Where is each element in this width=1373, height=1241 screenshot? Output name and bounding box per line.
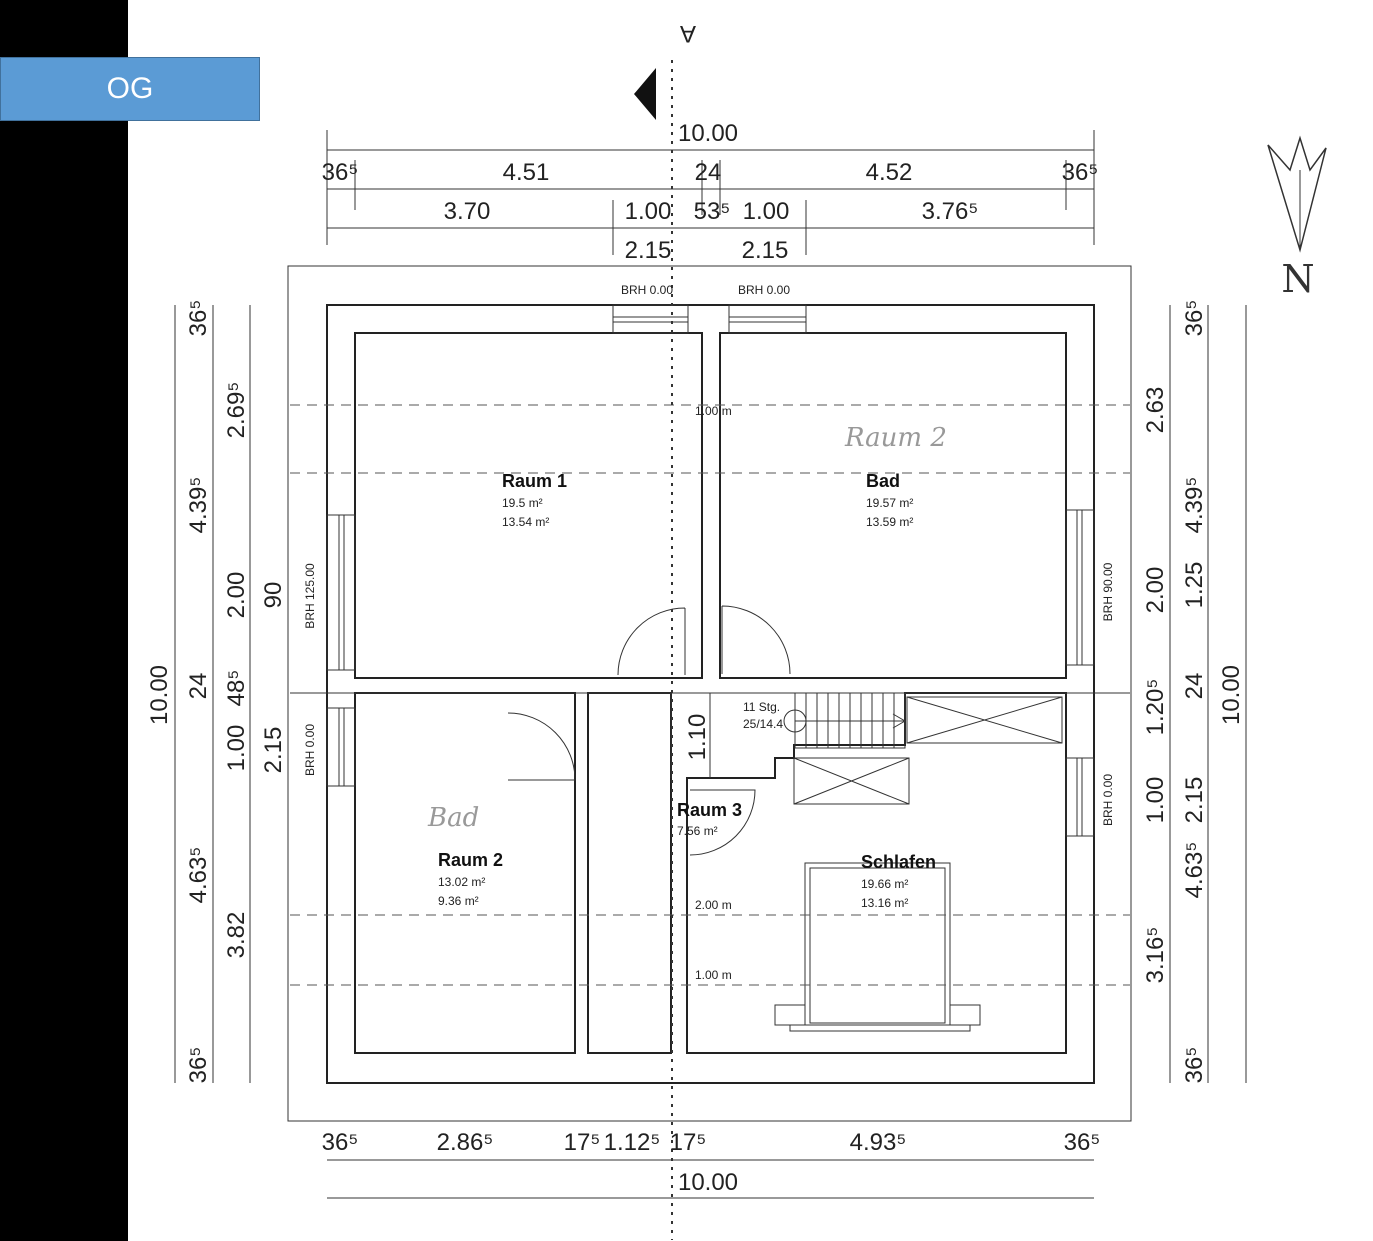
dim-right: 24	[1181, 673, 1208, 700]
dim-bottom: 36⁵	[1064, 1129, 1101, 1156]
dim-left: 90	[260, 582, 287, 609]
room-raum-2	[354, 692, 576, 1054]
dim-right: 1.20⁵	[1142, 679, 1169, 736]
dim-right: 2.00	[1142, 567, 1169, 614]
dim-left: 2.69⁵	[223, 382, 250, 439]
stairs-steps: 11 Stg.	[743, 700, 780, 714]
bed	[774, 862, 981, 1032]
plot-boundary	[287, 265, 1132, 1122]
dim-right: 4.39⁵	[1181, 477, 1208, 534]
brh-label: BRH 0.00	[1101, 774, 1115, 826]
room-area: 13.59 m²	[866, 515, 913, 529]
dim-right: 10.00	[1218, 665, 1245, 725]
dim-top: 4.51	[503, 159, 550, 186]
floor-label: OG	[0, 57, 260, 121]
dim-top: 4.52	[866, 159, 913, 186]
doors	[507, 605, 791, 856]
dim-top: 2.15	[742, 237, 789, 264]
dim-top: 3.76⁵	[922, 198, 979, 225]
dim-left: 36⁵	[185, 300, 212, 337]
north-label: N	[1281, 257, 1314, 301]
handwritten-note: Bad	[427, 803, 479, 833]
dim-top: 1.00	[625, 198, 672, 225]
dim-bottom: 1.12⁵	[604, 1129, 661, 1156]
dim-top: 3.70	[444, 198, 491, 225]
dim-right: 36⁵	[1181, 1047, 1208, 1084]
room-area: 13.16 m²	[861, 896, 908, 910]
windows	[326, 304, 1095, 837]
dim-left: 36⁵	[185, 1047, 212, 1084]
dim-top: 24	[695, 159, 722, 186]
left-dims: 36⁵ 4.39⁵ 24 4.63⁵ 36⁵ 2.69⁵ 2.00 48⁵ 1.…	[146, 300, 287, 1084]
dim-top: 10.00	[678, 120, 738, 147]
room-bad	[719, 332, 1067, 679]
dimension-lines	[174, 130, 1247, 1199]
dim-right: 1.25	[1181, 562, 1208, 609]
section-arrow-icon	[634, 68, 656, 120]
handwritten-note: Raum 2	[844, 423, 947, 453]
right-dims: 36⁵ 4.39⁵ 1.25 24 2.15 4.63⁵ 36⁵ 2.63 2.…	[1142, 300, 1245, 1084]
brh-label: BRH 90.00	[1101, 562, 1115, 621]
brh-label: BRH 0.00	[621, 283, 673, 297]
dim-bottom: 36⁵	[322, 1129, 359, 1156]
dim-right: 1.00	[1142, 777, 1169, 824]
dim-left: 1.00	[223, 725, 250, 772]
dim-left: 3.82	[223, 912, 250, 959]
dim-right: 4.63⁵	[1181, 842, 1208, 899]
dim-right: 2.15	[1181, 777, 1208, 824]
dim-bottom: 10.00	[678, 1169, 738, 1196]
room-raum-1	[354, 332, 703, 679]
dim-top: 36⁵	[322, 159, 359, 186]
dim-bottom: 2.86⁵	[437, 1129, 494, 1156]
height-label: 1.00 m	[695, 404, 732, 418]
room-name: Raum 1	[502, 471, 567, 491]
height-label: 1.00 m	[695, 968, 732, 982]
room-area: 19.5 m²	[502, 496, 543, 510]
stairs-ratio: 25/14.4	[743, 717, 783, 731]
dim-left: 4.39⁵	[185, 477, 212, 534]
dim-bottom: 17⁵	[670, 1129, 707, 1156]
dim-left: 2.00	[223, 572, 250, 619]
height-label: 1.10	[684, 714, 711, 761]
dim-left: 2.15	[260, 727, 287, 774]
dim-top: 2.15	[625, 237, 672, 264]
dim-top: 53⁵	[694, 198, 731, 225]
room-name: Schlafen	[861, 852, 936, 872]
room-area: 7.56 m²	[677, 824, 718, 838]
room-area: 9.36 m²	[438, 894, 479, 908]
dim-bottom: 17⁵	[564, 1129, 601, 1156]
dim-bottom: 4.93⁵	[850, 1129, 907, 1156]
room-name: Raum 2	[438, 850, 503, 870]
height-lines	[290, 404, 1130, 986]
room-name: Bad	[866, 471, 900, 491]
room-area: 19.66 m²	[861, 877, 908, 891]
brh-label: BRH 0.00	[738, 283, 790, 297]
brh-label: BRH 125.00	[303, 563, 317, 629]
dim-top: 36⁵	[1062, 159, 1099, 186]
dim-left: 48⁵	[223, 670, 250, 707]
room-name: Raum 3	[677, 800, 742, 820]
dim-left: 4.63⁵	[185, 847, 212, 904]
room-area: 13.54 m²	[502, 515, 549, 529]
room-area: 13.02 m²	[438, 875, 485, 889]
dim-right: 3.16⁵	[1142, 927, 1169, 984]
dim-top: 1.00	[743, 198, 790, 225]
staircase	[783, 692, 1063, 805]
room-area: 19.57 m²	[866, 496, 913, 510]
dim-left: 24	[185, 673, 212, 700]
dim-right: 36⁵	[1181, 300, 1208, 337]
height-label: 2.00 m	[695, 898, 732, 912]
black-sidebar	[0, 0, 128, 1241]
brh-label: BRH 0.00	[303, 724, 317, 776]
dim-right: 2.63	[1142, 387, 1169, 434]
walls	[326, 304, 1095, 1084]
section-marker: A	[680, 20, 696, 47]
room-schlafen	[686, 692, 1067, 1054]
north-arrow-icon	[1267, 135, 1327, 253]
room-corridor	[587, 692, 672, 1054]
dim-left: 10.00	[146, 665, 173, 725]
